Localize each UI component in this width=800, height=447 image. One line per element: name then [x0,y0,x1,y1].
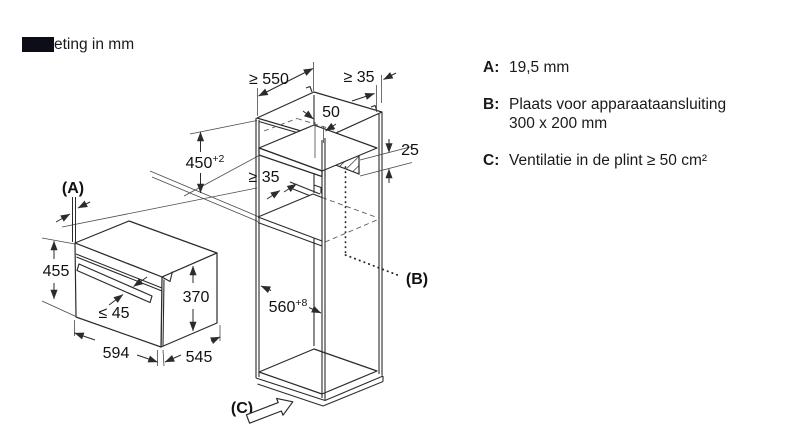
dim-niche-height: 450+2 [186,153,225,172]
dim-cabinet-depth: ≥ 550 [249,71,289,88]
dim-oven-width: 594 [103,345,130,362]
oven-dimensions: (A) 455 ≤ 45 594 545 37 [41,180,221,367]
legend-key-b: B: [483,96,500,113]
legend-key-c: C: [483,152,500,169]
dim-oven-body-height: 370 [183,289,210,306]
legend-text-b-line1: Plaats voor apparaataansluiting [509,96,727,113]
legend-text-c: Ventilatie in de plint ≥ 50 cm² [509,152,708,169]
dim-cabinet-back-gap: ≥ 35 [343,69,374,86]
cabinet-label-c: (C) [231,400,253,417]
legend-key-a: A: [483,59,500,76]
dim-niche-width: 560+8 [269,297,308,316]
dim-oven-handle: ≤ 45 [98,305,129,322]
oven-handle [76,263,153,304]
legend-text-a: 19,5 mm [509,59,570,76]
oven-drawing [74,220,218,348]
page-title: eting in mm [22,36,134,54]
dim-shelf-gap: ≥ 35 [248,169,279,186]
legend-item-a: A: 19,5 mm [483,58,726,77]
legend-text-b-line2: 300 x 200 mm [509,115,608,132]
dim-connection-height: 25 [401,142,419,159]
cabinet-drawing [255,85,401,407]
cabinet-dimensions: ≥ 550 ≥ 35 50 25 450+2 [186,62,428,424]
cabinet-label-b: (B) [406,271,428,288]
dim-oven-depth: 545 [186,349,213,366]
legend-item-c: C: Ventilatie in de plint ≥ 50 cm² [483,151,726,170]
dim-oven-height: 455 [43,263,70,280]
redaction-box [22,37,54,52]
projection-lines [61,120,260,228]
oven-label-a: (A) [62,180,84,197]
legend-item-b: B: Plaats voor apparaataansluiting 300 x… [483,95,726,133]
ventilation-arrow-icon [245,397,294,424]
page-title-text: eting in mm [54,36,135,53]
dim-connection-offset: 50 [322,104,340,121]
legend: A: 19,5 mm B: Plaats voor apparaataanslu… [483,58,726,188]
